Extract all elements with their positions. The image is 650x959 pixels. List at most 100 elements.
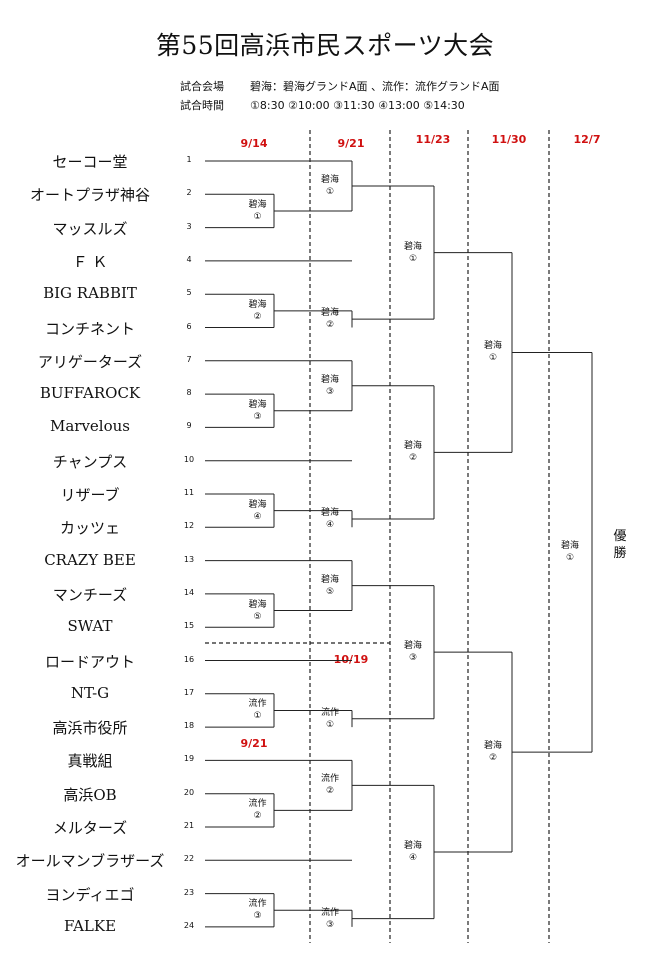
team-name: SWAT (67, 617, 113, 636)
team-name: リザーブ (60, 486, 120, 504)
team-name: マッスルズ (52, 219, 128, 238)
match-slot: ② (325, 786, 335, 797)
team-name: Marvelous (49, 417, 130, 436)
seed-number: 14 (183, 587, 195, 597)
match-venue: 碧海 (403, 641, 422, 652)
seed-number: 12 (183, 521, 195, 531)
match-slot: ③ (325, 919, 335, 930)
date-final: 12/7 (573, 133, 601, 146)
date-round1-top: 9/14 (240, 137, 268, 150)
venue-value: 碧海：碧海グランドA面 、流作：流作グランドA面 (250, 80, 500, 93)
seed-number: 7 (186, 354, 192, 364)
time-value: ①8:30 ②10:00 ③11:30 ④13:00 ⑤14:30 (250, 99, 465, 112)
venue-label: 試合会場 (180, 80, 224, 93)
team-name: 高浜OB (63, 785, 117, 804)
team-name: メルターズ (52, 819, 128, 837)
match-slot: ③ (325, 386, 335, 397)
match-venue: 流作 (248, 799, 267, 810)
team-name: CRAZY BEE (44, 550, 136, 569)
seed-number: 18 (183, 721, 195, 731)
team-name: セーコー堂 (52, 153, 128, 171)
match-venue: 流作 (320, 907, 339, 918)
match-slot: ① (325, 186, 335, 197)
match-venue: 碧海 (320, 574, 339, 585)
match-slot: ② (488, 753, 498, 764)
match-venue: 碧海 (483, 741, 502, 752)
team-name: BUFFAROCK (39, 384, 141, 403)
seed-number: 21 (183, 821, 195, 830)
match-slot: ① (408, 253, 418, 264)
seed-number: 23 (183, 887, 195, 897)
seed-number: 15 (183, 621, 195, 631)
match-slot: ② (253, 811, 262, 822)
team-name: ロードアウト (44, 652, 135, 671)
team-name: 高浜市役所 (52, 719, 128, 738)
seed-number: 19 (183, 754, 195, 764)
match-venue: 碧海 (320, 507, 339, 518)
match-slot: ② (408, 453, 418, 464)
match-slot: ④ (408, 852, 418, 863)
seed-number: 16 (183, 654, 195, 664)
match-venue: 碧海 (403, 241, 422, 252)
seed-number: 10 (183, 454, 195, 464)
team-name: オートプラザ神谷 (29, 186, 150, 205)
team-name: BIG RABBIT (43, 284, 137, 303)
seed-number: 17 (183, 687, 195, 697)
match-venue: 碧海 (483, 341, 502, 352)
team-name: アリゲーターズ (37, 352, 143, 371)
team-name: カッツェ (59, 519, 120, 538)
seed-number: 1 (186, 155, 192, 164)
match-venue: 碧海 (248, 399, 267, 410)
match-venue: 流作 (248, 899, 267, 910)
winner-text: 優勝 (613, 529, 627, 561)
match-slot: ④ (325, 519, 335, 530)
match-slot: ① (325, 719, 335, 730)
date-round1-bottom: 9/21 (240, 737, 268, 750)
seed-number: 6 (186, 321, 192, 331)
match-venue: 碧海 (403, 441, 422, 452)
team-name: FALKE (63, 916, 117, 935)
seed-number: 11 (183, 488, 195, 497)
team-name: コンチネント (44, 319, 135, 338)
team-name: Ｆ Ｋ (72, 252, 108, 271)
team-name: 真戦組 (67, 752, 113, 771)
winner-label: 優勝 (608, 528, 632, 562)
date-round3: 11/23 (415, 133, 451, 146)
match-slot: ③ (253, 411, 262, 422)
seed-number: 24 (183, 920, 195, 930)
team-name: チャンプス (52, 452, 128, 471)
match-slot: ① (253, 211, 262, 222)
match-slot: ④ (253, 511, 262, 522)
match-slot: ① (488, 353, 498, 364)
page-title: 第55回高浜市民スポーツ大会 (155, 31, 495, 60)
match-slot: ② (325, 320, 335, 331)
venue-info: 試合会場 碧海：碧海グランドA面 、流作：流作グランドA面 (180, 78, 500, 94)
seed-number: 8 (186, 388, 192, 398)
match-venue: 碧海 (248, 599, 267, 610)
match-venue: 碧海 (320, 174, 339, 185)
date-round2-top: 9/21 (337, 137, 365, 150)
